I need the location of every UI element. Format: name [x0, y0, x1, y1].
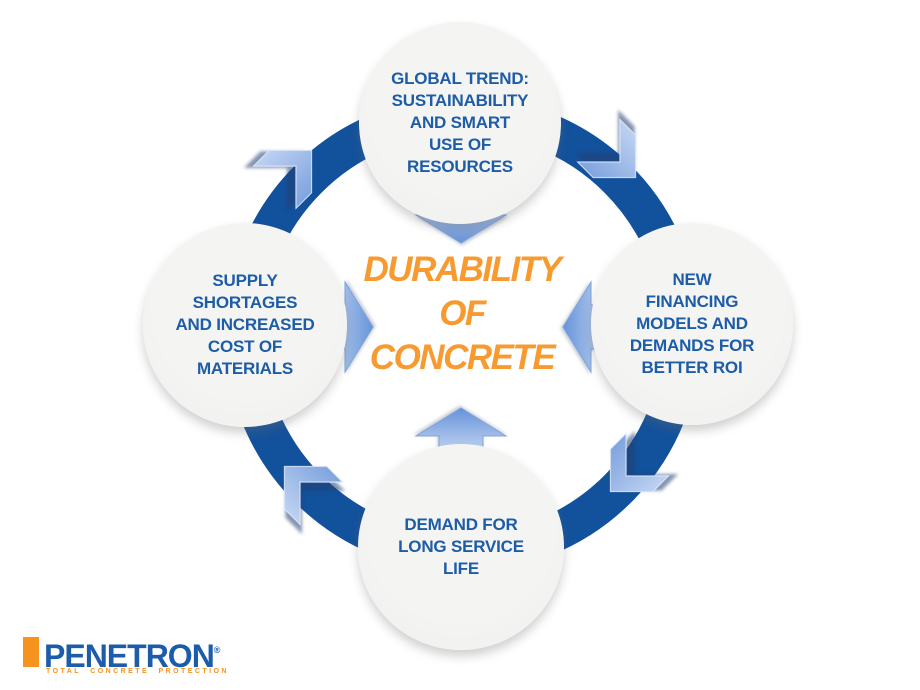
node-global-trend-label: GLOBAL TREND: SUSTAINABILITY AND SMART U… [391, 68, 529, 178]
penetron-logo: PENETRON® TOTAL CONCRETE PROTECTION [23, 633, 233, 678]
node-long-service-life-label: DEMAND FOR LONG SERVICE LIFE [398, 514, 524, 580]
node-label-line: AND INCREASED [175, 315, 315, 334]
node-label-line: DEMAND FOR [404, 515, 518, 534]
cycle-chevron-bottom-left-icon [283, 465, 344, 526]
cycle-chevron-top-left-icon [252, 149, 313, 210]
node-label-line: RESOURCES [407, 157, 513, 176]
node-supply-shortages-label: SUPPLY SHORTAGES AND INCREASED COST OF M… [175, 270, 314, 380]
logo-tagline: TOTAL CONCRETE PROTECTION [46, 668, 229, 675]
node-label-line: GLOBAL TREND: [391, 69, 529, 88]
node-label-line: FINANCING [645, 292, 739, 311]
center-title-line: CONCRETE [369, 338, 556, 377]
node-label-line: SHORTAGES [192, 293, 298, 312]
cycle-chevron-top-right-icon [576, 118, 637, 179]
center-title-line: DURABILITY [363, 250, 562, 289]
center-title: DURABILITY OF CONCRETE [310, 248, 614, 380]
node-label-line: LIFE [442, 559, 479, 578]
node-supply-shortages: SUPPLY SHORTAGES AND INCREASED COST OF M… [143, 223, 347, 427]
logo-name-text: PENETRON [44, 638, 215, 674]
registered-trademark-icon: ® [213, 645, 221, 655]
logo-orange-bar-icon [23, 637, 39, 667]
node-label-line: DEMANDS FOR [629, 336, 755, 355]
node-label-line: SUPPLY [212, 271, 278, 290]
node-label-line: MATERIALS [196, 359, 294, 378]
node-label-line: NEW [672, 270, 712, 289]
node-label-line: LONG SERVICE [398, 537, 524, 556]
node-long-service-life: DEMAND FOR LONG SERVICE LIFE [358, 444, 564, 650]
node-new-financing: NEW FINANCING MODELS AND DEMANDS FOR BET… [591, 223, 793, 425]
node-label-line: BETTER ROI [641, 358, 743, 377]
node-new-financing-label: NEW FINANCING MODELS AND DEMANDS FOR BET… [629, 269, 755, 379]
node-label-line: COST OF [207, 337, 283, 356]
node-label-line: SUSTAINABILITY [391, 91, 529, 110]
cycle-chevron-bottom-right-icon [609, 432, 670, 493]
node-global-trend: GLOBAL TREND: SUSTAINABILITY AND SMART U… [359, 22, 561, 224]
node-label-line: AND SMART [409, 113, 511, 132]
node-label-line: MODELS AND [636, 314, 748, 333]
node-label-line: USE OF [428, 135, 492, 154]
center-title-line: OF [439, 294, 486, 333]
logo-wordmark: PENETRON® [44, 633, 220, 673]
